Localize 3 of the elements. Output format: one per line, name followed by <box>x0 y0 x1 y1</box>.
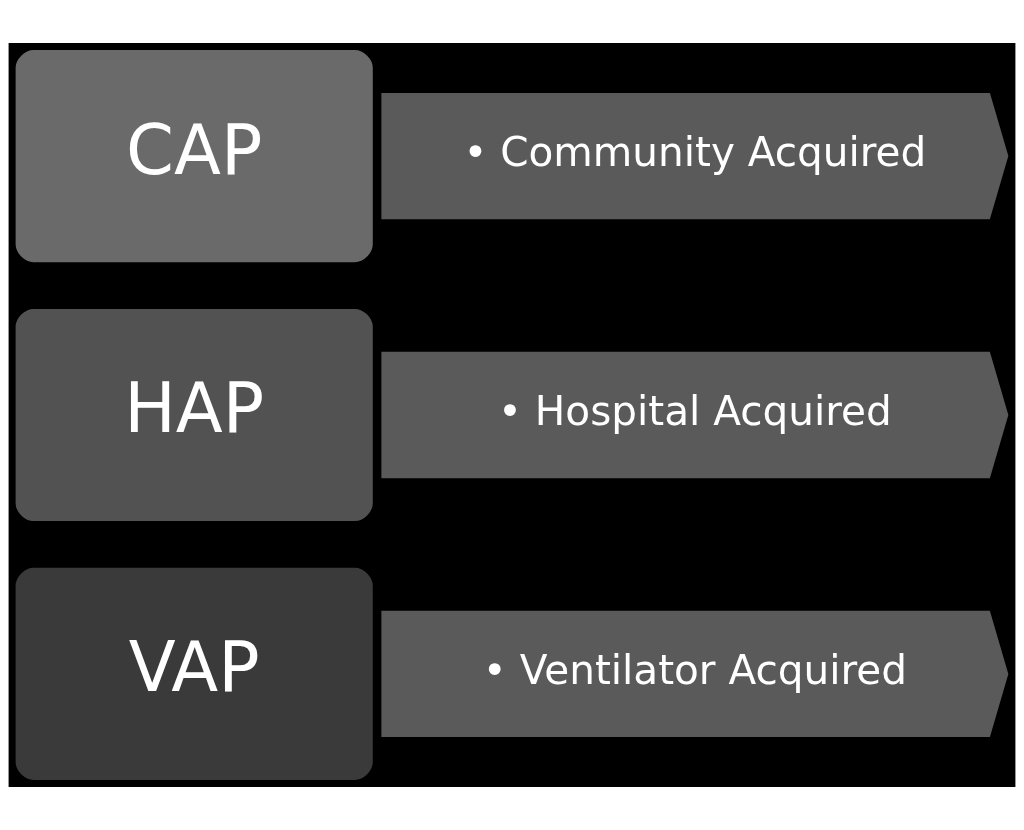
node-box: HAP <box>14 307 375 523</box>
node-box: VAP <box>14 566 375 782</box>
node-box: CAP <box>14 48 375 264</box>
